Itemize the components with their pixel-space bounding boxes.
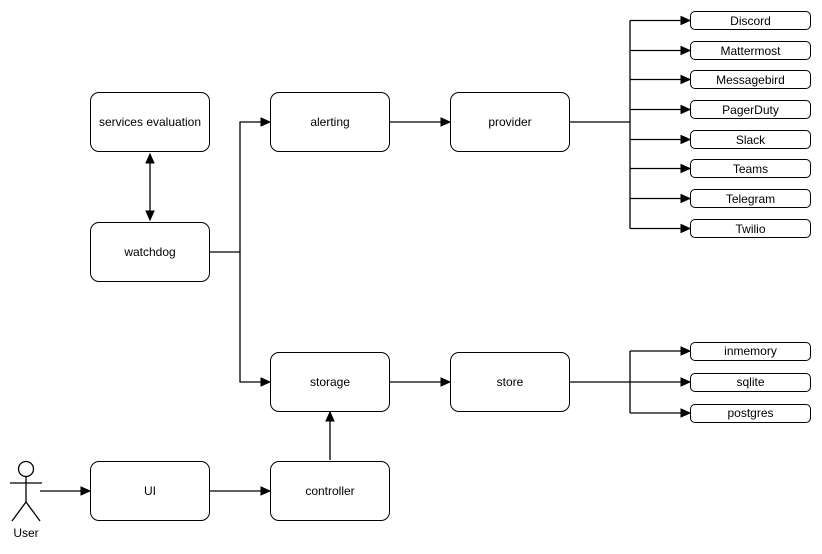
edge-watchdog-storage bbox=[239, 252, 272, 387]
user-actor-label: User bbox=[13, 526, 39, 540]
edge-watchdog-alerting bbox=[210, 117, 272, 253]
node-twilio: Twilio bbox=[690, 219, 811, 238]
node-provider: provider bbox=[450, 92, 570, 152]
node-mattermost: Mattermost bbox=[690, 41, 811, 60]
node-controller: controller bbox=[270, 461, 390, 521]
edge-provider-fanout-trunk bbox=[570, 20, 631, 229]
node-storage: storage bbox=[270, 352, 390, 412]
node-ui: UI bbox=[90, 461, 210, 521]
node-sqlite: sqlite bbox=[690, 372, 811, 392]
node-postgres: postgres bbox=[690, 403, 811, 423]
node-alerting: alerting bbox=[270, 92, 390, 152]
node-services-evaluation: services evaluation bbox=[90, 92, 210, 152]
node-telegram: Telegram bbox=[690, 189, 811, 208]
node-messagebird: Messagebird bbox=[690, 70, 811, 89]
node-slack: Slack bbox=[690, 130, 811, 149]
edge-store-fanout-trunk bbox=[570, 351, 631, 413]
node-store: store bbox=[450, 352, 570, 412]
node-pagerduty: PagerDuty bbox=[690, 100, 811, 119]
node-watchdog: watchdog bbox=[90, 222, 210, 282]
node-inmemory: inmemory bbox=[690, 341, 811, 361]
node-teams: Teams bbox=[690, 159, 811, 178]
user-actor-icon bbox=[10, 460, 42, 522]
node-discord: Discord bbox=[690, 11, 811, 30]
